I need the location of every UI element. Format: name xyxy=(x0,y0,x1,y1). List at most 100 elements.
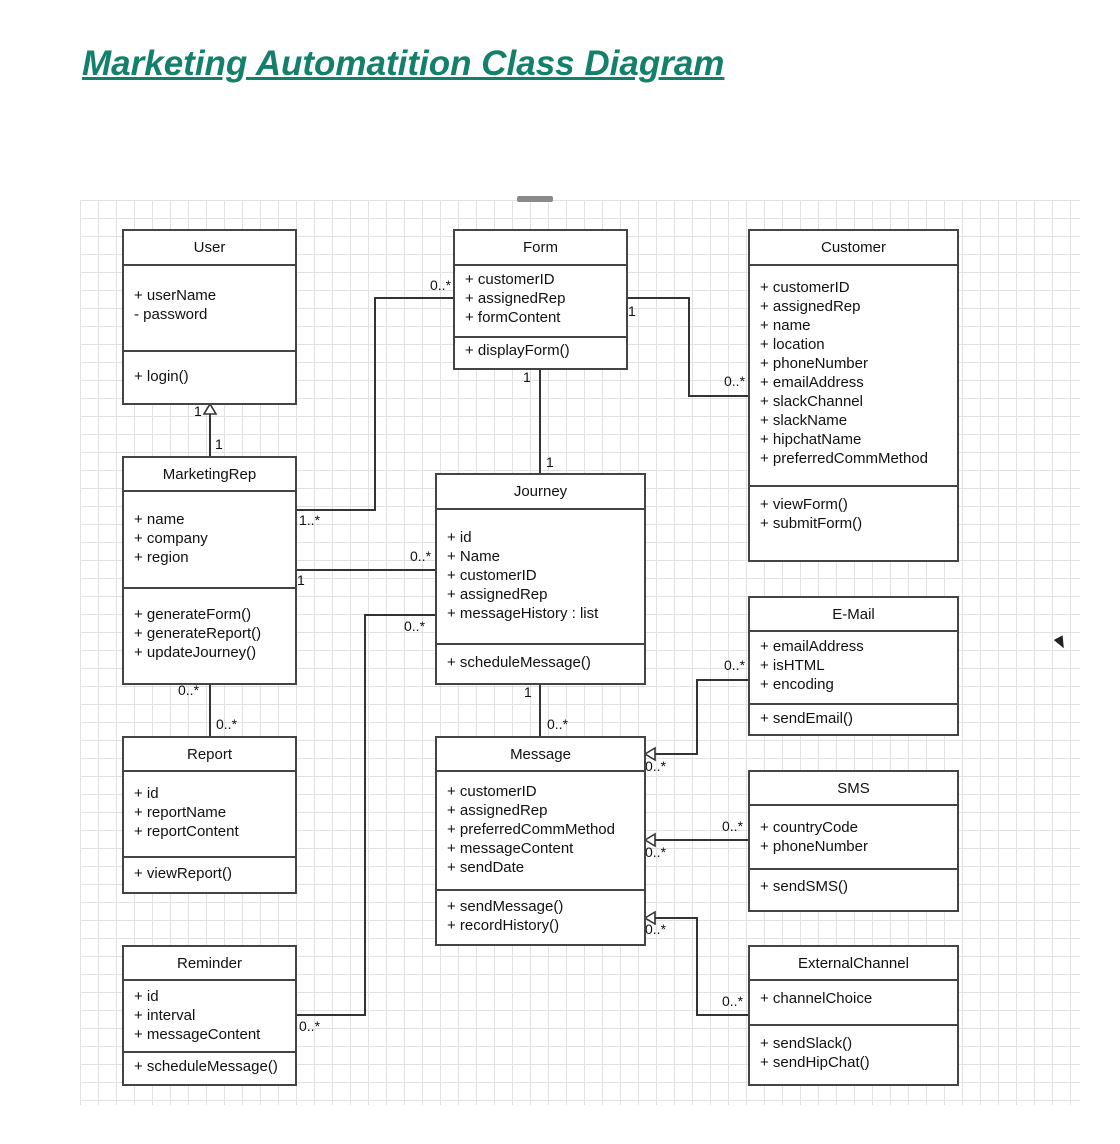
attributes: + customerID + assignedRep + preferredCo… xyxy=(437,772,644,891)
operation: + viewForm() xyxy=(760,496,848,513)
class-email[interactable]: E-Mail + emailAddress + isHTML + encodin… xyxy=(748,596,959,736)
class-sms[interactable]: SMS + countryCode + phoneNumber + sendSM… xyxy=(748,770,959,912)
attribute: + emailAddress xyxy=(760,638,864,655)
attribute: + sendDate xyxy=(447,859,525,876)
class-name: E-Mail xyxy=(750,598,957,632)
operation: + scheduleMessage() xyxy=(447,654,591,671)
operation: + scheduleMessage() xyxy=(134,1058,278,1075)
class-name: Reminder xyxy=(124,947,295,981)
operation: + sendSlack() xyxy=(760,1035,853,1052)
class-reminder[interactable]: Reminder + id + interval + messageConten… xyxy=(122,945,297,1086)
attribute: + preferredCommMethod xyxy=(447,821,615,838)
attributes: + name + company + region xyxy=(124,492,295,589)
operations: + scheduleMessage() xyxy=(437,645,644,672)
attribute: + company xyxy=(134,530,208,547)
attribute: + channelChoice xyxy=(760,990,873,1007)
attribute: + assignedRep xyxy=(760,298,861,315)
attributes: + id + Name + customerID + assignedRep +… xyxy=(437,510,644,645)
attribute: + region xyxy=(134,549,189,566)
operations: + viewForm() + submitForm() xyxy=(750,487,957,533)
operations: + displayForm() xyxy=(455,338,626,360)
class-report[interactable]: Report + id + reportName + reportContent… xyxy=(122,736,297,894)
attribute: + assignedRep xyxy=(447,802,548,819)
operation: + updateJourney() xyxy=(134,644,257,661)
attributes: + countryCode + phoneNumber xyxy=(750,806,957,870)
attribute: + messageContent xyxy=(447,840,574,857)
canvas-scroll-tab[interactable] xyxy=(517,196,553,202)
attribute: + assignedRep xyxy=(447,586,548,603)
attribute: + preferredCommMethod xyxy=(760,450,928,467)
attribute: + assignedRep xyxy=(465,290,566,307)
attribute: + customerID xyxy=(447,783,537,800)
class-name: ExternalChannel xyxy=(750,947,957,981)
attribute: + phoneNumber xyxy=(760,355,868,372)
operation: + sendMessage() xyxy=(447,898,564,915)
attribute: - password xyxy=(134,306,208,323)
attribute: + name xyxy=(134,511,185,528)
class-user[interactable]: User + userName - password + login() xyxy=(122,229,297,405)
attribute: + customerID xyxy=(447,567,537,584)
attribute: + id xyxy=(134,785,159,802)
class-journey[interactable]: Journey + id + Name + customerID + assig… xyxy=(435,473,646,685)
attribute: + interval xyxy=(134,1007,196,1024)
attribute: + emailAddress xyxy=(760,374,864,391)
class-name: Form xyxy=(455,231,626,266)
operation: + sendSMS() xyxy=(760,878,848,895)
operations: + sendMessage() + recordHistory() xyxy=(437,891,644,935)
class-marketing-rep[interactable]: MarketingRep + name + company + region +… xyxy=(122,456,297,685)
operation: + generateForm() xyxy=(134,606,252,623)
attribute: + name xyxy=(760,317,811,334)
attributes: + customerID + assignedRep + name + loca… xyxy=(750,266,957,487)
attribute: + countryCode xyxy=(760,819,858,836)
class-form[interactable]: Form + customerID + assignedRep + formCo… xyxy=(453,229,628,370)
attribute: + location xyxy=(760,336,825,353)
attributes: + channelChoice xyxy=(750,981,957,1026)
operation: + displayForm() xyxy=(465,342,570,359)
operation: + sendEmail() xyxy=(760,710,853,727)
operation: + login() xyxy=(134,368,189,385)
attribute: + slackChannel xyxy=(760,393,863,410)
operations: + sendSMS() xyxy=(750,870,957,896)
attribute: + isHTML xyxy=(760,657,825,674)
class-name: Customer xyxy=(750,231,957,266)
class-customer[interactable]: Customer + customerID + assignedRep + na… xyxy=(748,229,959,562)
attribute: + customerID xyxy=(760,279,850,296)
attribute: + formContent xyxy=(465,309,561,326)
class-name: SMS xyxy=(750,772,957,806)
page-title: Marketing Automatition Class Diagram xyxy=(82,44,725,83)
attribute: + customerID xyxy=(465,271,555,288)
class-message[interactable]: Message + customerID + assignedRep + pre… xyxy=(435,736,646,946)
attribute: + hipchatName xyxy=(760,431,862,448)
attribute: + Name xyxy=(447,548,500,565)
class-external-channel[interactable]: ExternalChannel + channelChoice + sendSl… xyxy=(748,945,959,1086)
operations: + viewReport() xyxy=(124,858,295,883)
attribute: + id xyxy=(447,529,472,546)
attribute: + messageHistory : list xyxy=(447,605,599,622)
operations: + login() xyxy=(124,352,295,386)
class-name: Report xyxy=(124,738,295,772)
attribute: + messageContent xyxy=(134,1026,261,1043)
attributes: + customerID + assignedRep + formContent xyxy=(455,266,626,338)
attribute: + id xyxy=(134,988,159,1005)
attributes: + id + interval + messageContent xyxy=(124,981,295,1053)
class-name: Message xyxy=(437,738,644,772)
operation: + viewReport() xyxy=(134,865,232,882)
operations: + scheduleMessage() xyxy=(124,1053,295,1076)
attribute: + reportName xyxy=(134,804,227,821)
attribute: + reportContent xyxy=(134,823,239,840)
operation: + submitForm() xyxy=(760,515,863,532)
attributes: + emailAddress + isHTML + encoding xyxy=(750,632,957,705)
class-name: MarketingRep xyxy=(124,458,295,492)
attributes: + userName - password xyxy=(124,266,295,352)
attribute: + phoneNumber xyxy=(760,838,868,855)
operations: + sendEmail() xyxy=(750,705,957,728)
operation: + generateReport() xyxy=(134,625,262,642)
attribute: + slackName xyxy=(760,412,848,429)
attribute: + userName xyxy=(134,287,217,304)
attribute: + encoding xyxy=(760,676,834,693)
operations: + generateForm() + generateReport() + up… xyxy=(124,589,295,662)
attributes: + id + reportName + reportContent xyxy=(124,772,295,858)
class-name: User xyxy=(124,231,295,266)
operation: + recordHistory() xyxy=(447,917,560,934)
operation: + sendHipChat() xyxy=(760,1054,870,1071)
